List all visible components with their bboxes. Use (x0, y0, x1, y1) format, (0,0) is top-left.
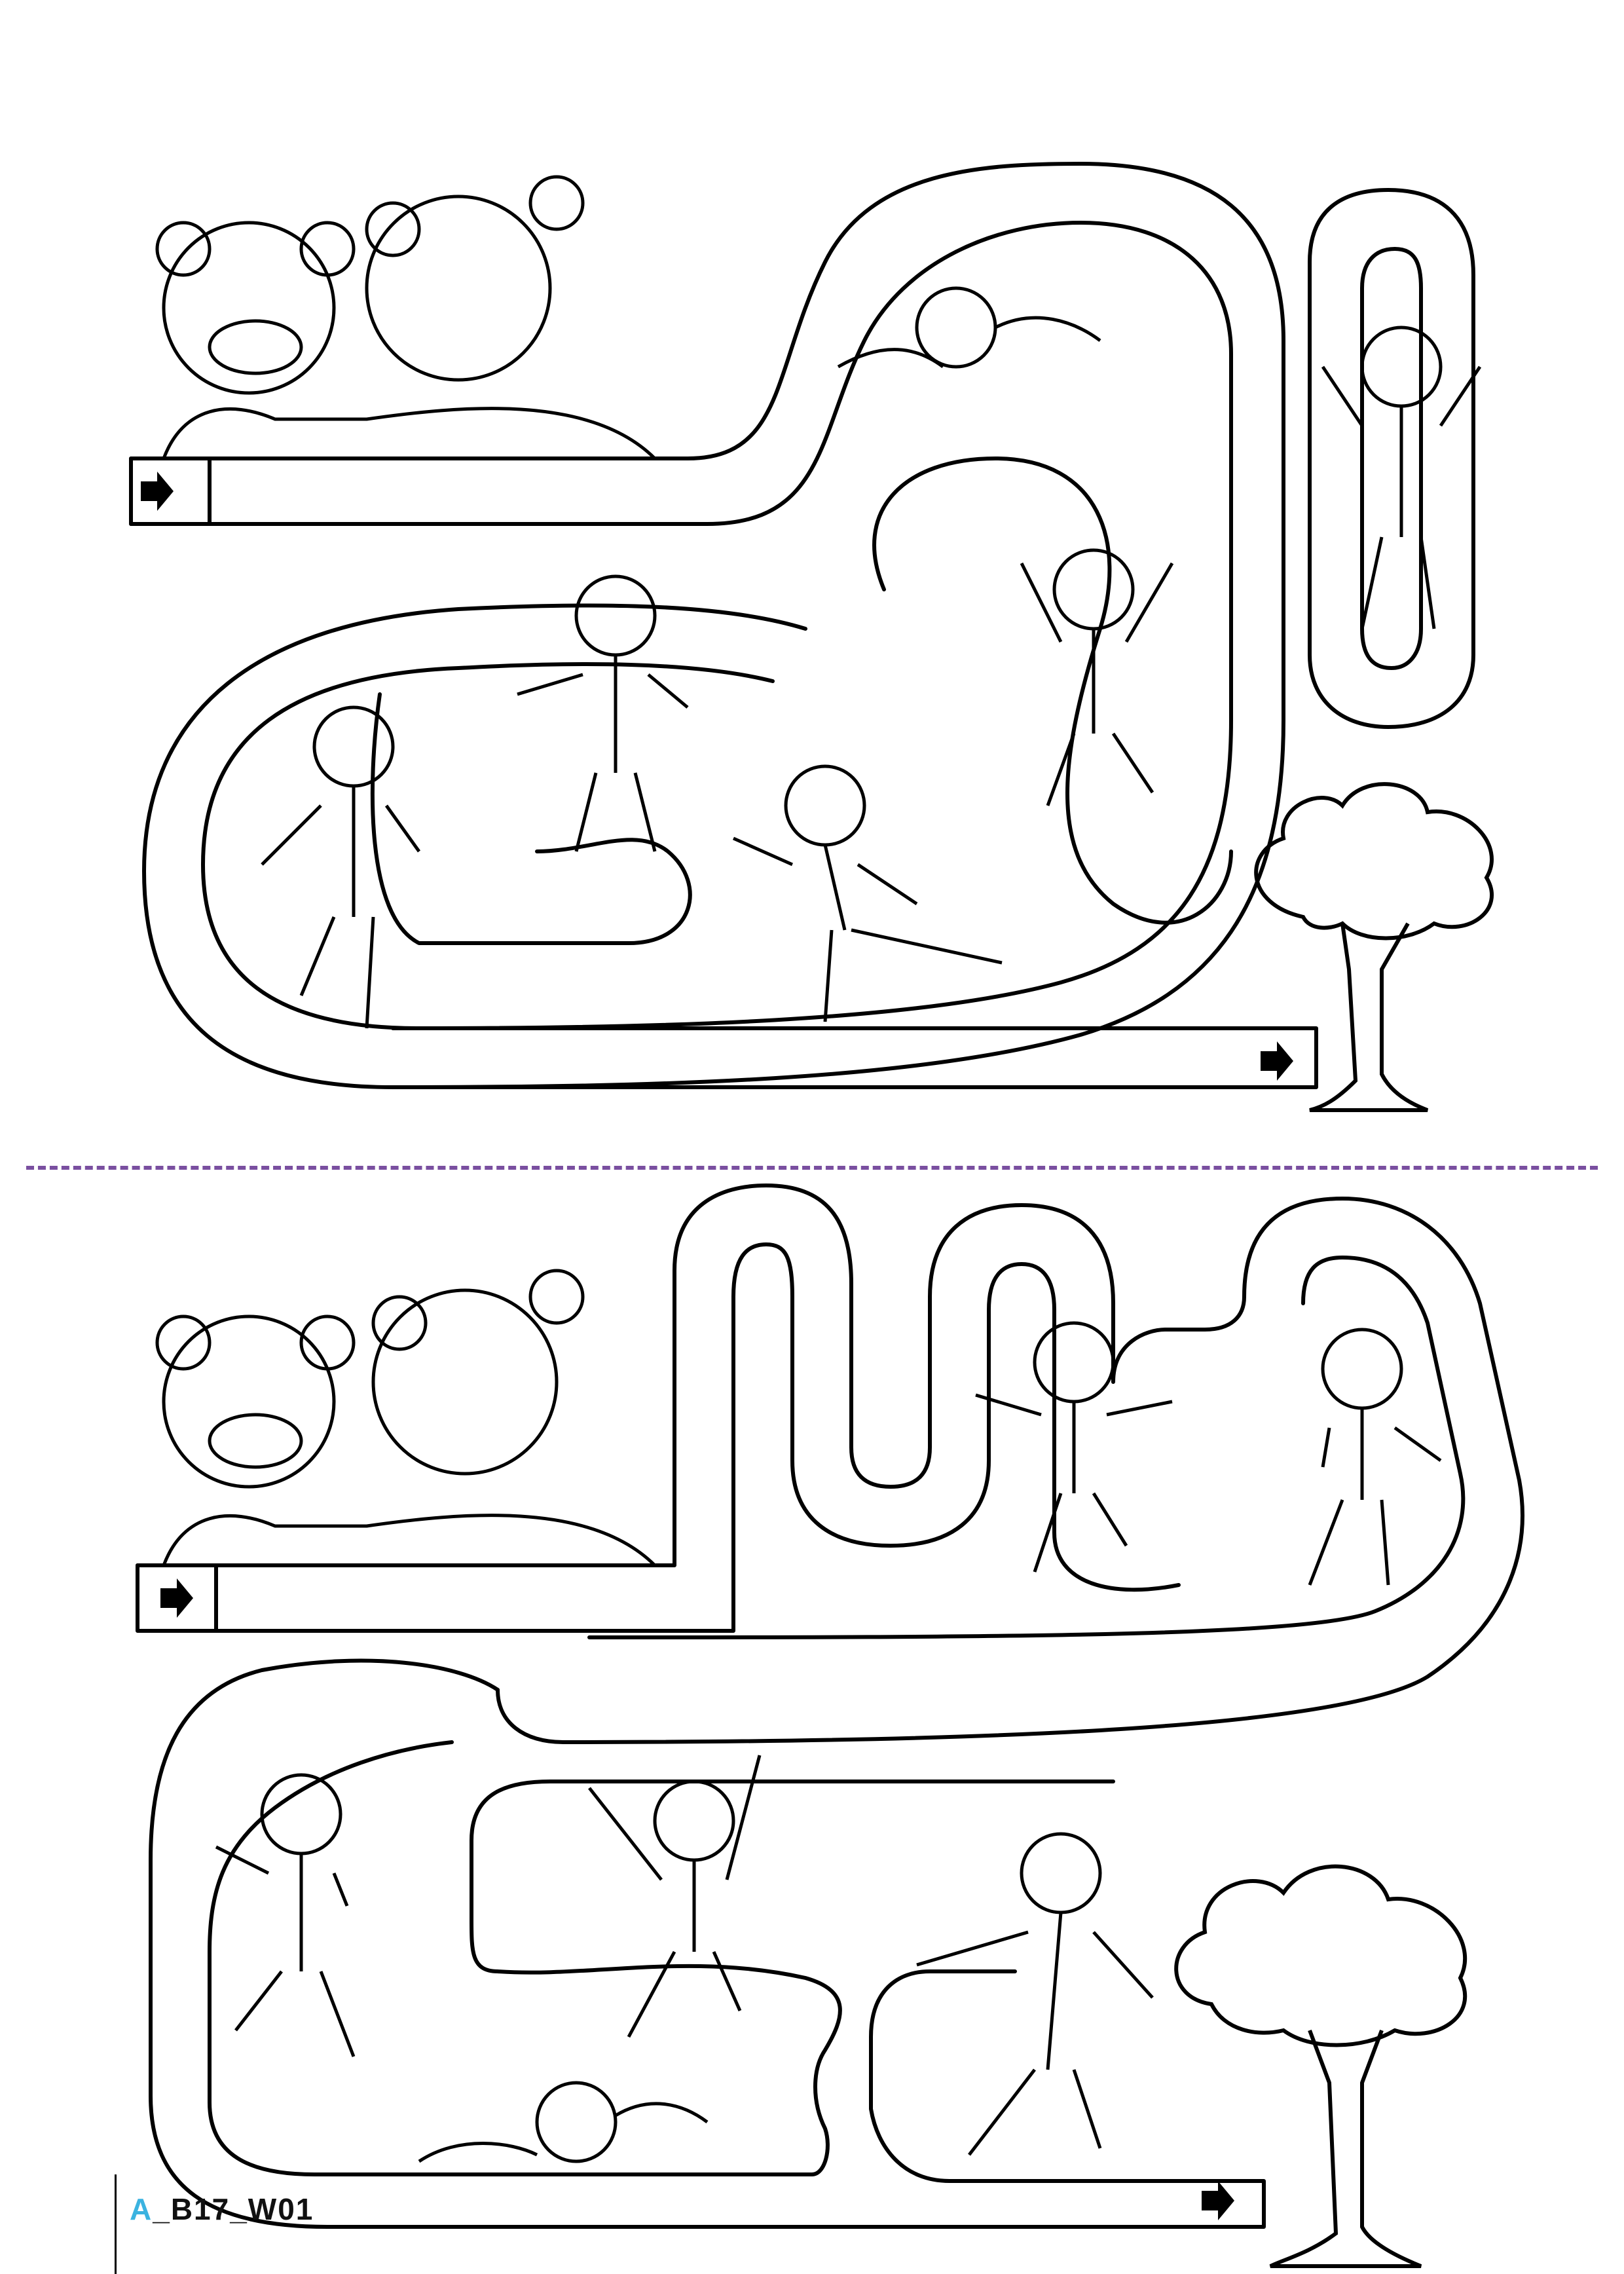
finish-arrow-icon (1202, 2181, 1234, 2220)
maze-top-middle-loop (872, 457, 1233, 925)
maze-bottom-path-outer (136, 1184, 1524, 1744)
worksheet-code-prefix: A (130, 2192, 153, 2226)
maze-bottom-path-inner (214, 1242, 1466, 1639)
cut-line (26, 1166, 1598, 1170)
maze-bottom (0, 1166, 1624, 2274)
maze-top-path-inner (129, 221, 1233, 1030)
maze-bottom-inner-loop (208, 1740, 1115, 2176)
bear-figure-icon (155, 1269, 1442, 2163)
tree-icon (1254, 782, 1494, 1112)
maze-top-right-loop-inner (1360, 247, 1423, 670)
bear-figure-icon (155, 175, 1482, 1029)
start-arrow-icon (141, 472, 174, 511)
start-arrow-icon (160, 1578, 193, 1618)
footer-rule (115, 2174, 117, 2274)
maze-top-right-loop (1308, 188, 1475, 729)
worksheet-code: A_B17_W01 (130, 2191, 314, 2227)
maze-top-path-outer (129, 162, 1285, 1089)
maze-bottom-lower-loop (149, 1658, 1266, 2229)
maze-top (129, 162, 1494, 1112)
worksheet-code-rest: _B17_W01 (153, 2192, 314, 2226)
maze-top-svg (129, 162, 1494, 1112)
maze-top-exit-channel (391, 1026, 1318, 1089)
maze-top-start-channel (129, 457, 212, 526)
maze-top-lower-turn (370, 692, 692, 945)
tree-icon (1174, 1864, 1467, 2268)
finish-arrow-icon (1261, 1041, 1293, 1081)
maze-bottom-svg (136, 1184, 1524, 2268)
